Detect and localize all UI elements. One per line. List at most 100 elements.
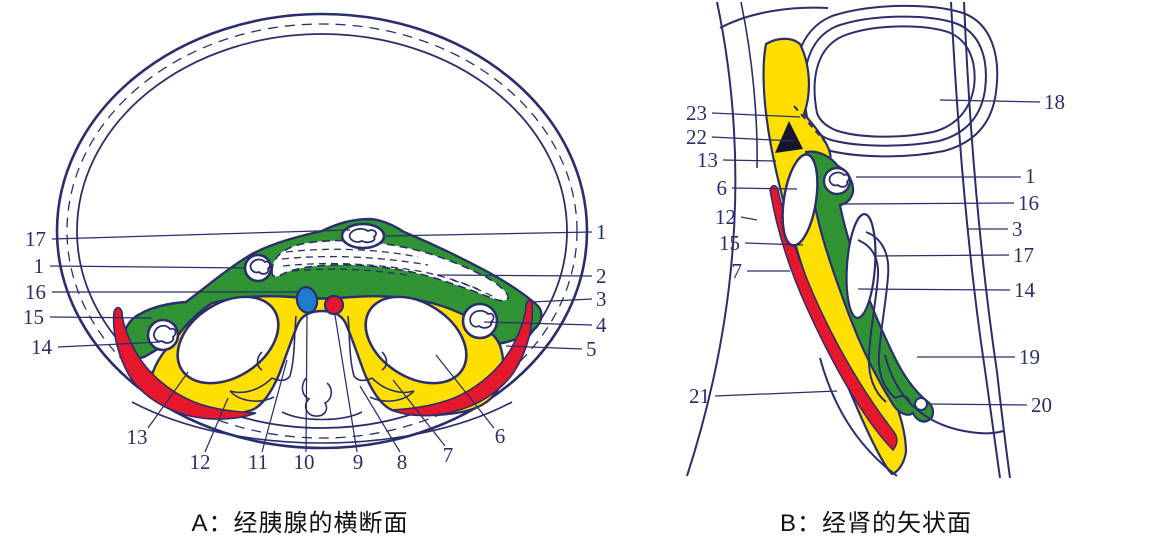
leader-line-15 — [49, 316, 153, 319]
caption-a: A：经胰腺的横断面 — [191, 510, 409, 537]
structure-label-4: 4 — [596, 313, 607, 337]
bowel-section-top — [340, 222, 386, 250]
kidney-left — [176, 295, 280, 385]
structure-label-3: 3 — [596, 287, 607, 311]
structure-label-12: 12 — [715, 205, 736, 229]
leader-line-2 — [436, 274, 593, 277]
structure-label-9: 9 — [353, 450, 364, 474]
structure-label-1: 1 — [596, 220, 607, 244]
intestine-loop-lines — [819, 231, 1004, 477]
leader-line-17 — [51, 229, 351, 240]
structure-label-21: 21 — [689, 384, 710, 408]
black-wedge — [775, 121, 803, 153]
anterior-body-wall-line-1 — [950, 1, 1001, 479]
structure-label-15: 15 — [23, 305, 44, 329]
leader-line-6 — [731, 187, 798, 190]
bowel-section-top-fold — [348, 227, 377, 244]
structure-label-7: 7 — [732, 259, 743, 283]
structure-label-16: 16 — [25, 280, 46, 304]
leader-line-5 — [505, 345, 583, 350]
leader-line-13 — [147, 371, 189, 429]
structure-label-13: 13 — [697, 148, 718, 172]
leader-line-10 — [305, 312, 308, 453]
structure-label-23: 23 — [686, 101, 707, 125]
structure-label-16: 16 — [1018, 191, 1039, 215]
structure-label-1: 1 — [34, 254, 45, 278]
structure-label-11: 11 — [248, 450, 268, 474]
colon-section-left-upper-fold — [249, 258, 271, 275]
structure-label-22: 22 — [686, 125, 707, 149]
structure-label-19: 19 — [1019, 345, 1040, 369]
pancreas-hatching — [281, 248, 495, 298]
body-wall-inner-contour — [76, 33, 568, 429]
structure-label-5: 5 — [586, 337, 597, 361]
colon-section-right — [461, 302, 499, 340]
green-fascia-band — [804, 150, 935, 423]
body-wall-dashed-contour — [66, 23, 578, 439]
structure-label-14: 14 — [1014, 278, 1036, 302]
vertebra — [229, 315, 415, 421]
leader-line-18 — [939, 99, 1041, 103]
structure-label-2: 2 — [596, 264, 607, 288]
structure-label-7: 7 — [443, 443, 454, 467]
leader-line-23 — [711, 112, 801, 118]
structure-label-3: 3 — [1012, 217, 1023, 241]
structure-label-6: 6 — [495, 424, 506, 448]
leader-line-12 — [204, 397, 229, 453]
blue-vessel-vena-cava — [295, 286, 319, 314]
structure-label-8: 8 — [397, 450, 408, 474]
leader-line-12 — [740, 216, 758, 221]
caption-b: B：经肾的矢状面 — [779, 510, 973, 537]
structure-label-13: 13 — [127, 425, 148, 449]
leader-line-3 — [531, 298, 593, 303]
structure-label-1: 1 — [1025, 164, 1036, 188]
leader-line-9 — [334, 314, 358, 453]
colon-section-left-lower-fold — [153, 324, 177, 344]
duodenum-oval — [845, 213, 877, 319]
kidney-sagittal — [781, 153, 819, 247]
leader-line-8 — [359, 385, 401, 453]
anterior-body-wall-line-2 — [963, 1, 1011, 479]
red-fascia-crescent-left — [112, 306, 257, 420]
structure-label-15: 15 — [719, 231, 740, 255]
structure-label-14: 14 — [31, 335, 53, 359]
leader-line-14 — [857, 288, 1011, 291]
leader-line-6 — [435, 354, 495, 429]
structure-label-18: 18 — [1044, 90, 1065, 114]
structure-label-10: 10 — [294, 450, 315, 474]
leader-line-1 — [49, 265, 247, 269]
structure-label-6: 6 — [717, 176, 728, 200]
structure-label-17: 17 — [25, 227, 46, 251]
body-wall-outer-contour — [55, 12, 589, 450]
dashed-fascia-line — [793, 105, 827, 144]
leader-line-11 — [261, 359, 288, 453]
body-top-contour — [719, 6, 829, 29]
hook-vessel-dot — [914, 397, 928, 411]
leader-line-16 — [839, 202, 1015, 205]
red-vessel-aorta — [323, 294, 345, 316]
posterior-body-wall-line — [686, 1, 737, 477]
leader-line-21 — [714, 390, 838, 397]
leader-line-4 — [483, 321, 593, 326]
leader-line-17 — [873, 254, 1010, 257]
bowel-section-small-fold — [828, 171, 850, 188]
red-fascia-crescent-right — [391, 299, 534, 417]
structure-label-12: 12 — [190, 450, 211, 474]
liver-contours — [792, 4, 999, 158]
structure-label-17: 17 — [1013, 243, 1034, 267]
leader-line-1 — [385, 231, 593, 237]
posterior-body-wall-inner-line — [740, 1, 758, 169]
leader-line-20 — [928, 403, 1028, 406]
leader-line-15 — [744, 242, 804, 246]
posterior-wall-wavy-line — [131, 401, 513, 444]
colon-section-left-lower — [146, 318, 180, 352]
leader-line-13 — [722, 159, 777, 162]
leader-line-14 — [57, 341, 161, 348]
leader-line-22 — [711, 136, 795, 142]
